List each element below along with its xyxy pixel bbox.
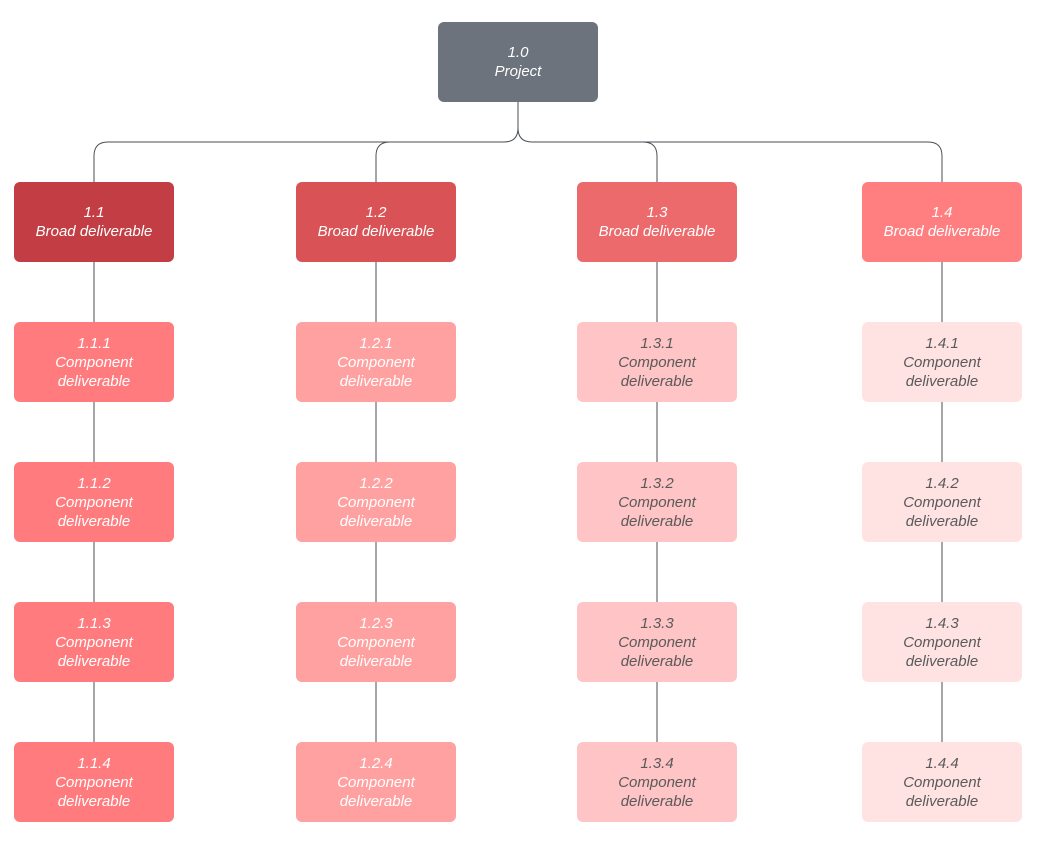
component-deliverable-node[interactable]: 1.1.3 Component deliverable [14, 602, 174, 682]
node-label-line2: deliverable [905, 652, 979, 670]
node-label-line1: Component [903, 773, 981, 791]
node-label-line1: Component [618, 633, 696, 651]
root-node-label: Project [494, 63, 542, 80]
node-label-line1: Component [618, 493, 696, 511]
node-id: 1.3.2 [640, 474, 674, 492]
component-deliverable-node[interactable]: 1.1.2 Component deliverable [14, 462, 174, 542]
node-label-line1: Component [337, 633, 415, 651]
node-label-line2: deliverable [620, 512, 694, 530]
node-id: 1.4.4 [925, 754, 959, 772]
connector-root-trunk-left [503, 127, 519, 143]
root-node-id: 1.0 [507, 44, 529, 61]
broad-deliverable-node[interactable]: 1.2 Broad deliverable [296, 182, 456, 262]
node-label: Broad deliverable [35, 223, 153, 240]
node-label-line2: deliverable [620, 652, 694, 670]
node-label-line2: deliverable [57, 652, 131, 670]
component-deliverable-node[interactable]: 1.4.1 Component deliverable [862, 322, 1022, 402]
node-id: 1.1.3 [77, 614, 111, 632]
component-deliverable-node[interactable]: 1.2.3 Component deliverable [296, 602, 456, 682]
node-label: Broad deliverable [883, 223, 1001, 240]
component-deliverable-node[interactable]: 1.3.2 Component deliverable [577, 462, 737, 542]
node-label-line1: Component [618, 353, 696, 371]
node-label-line1: Component [618, 773, 696, 791]
node-label-line1: Component [55, 493, 133, 511]
connector-bus-left [93, 141, 504, 182]
node-id: 1.2.3 [359, 614, 393, 632]
component-deliverable-node[interactable]: 1.1.4 Component deliverable [14, 742, 174, 822]
component-deliverable-node[interactable]: 1.3.1 Component deliverable [577, 322, 737, 402]
node-label-line2: deliverable [339, 652, 413, 670]
node-id: 1.1.2 [77, 474, 111, 492]
broad-deliverable-node[interactable]: 1.4 Broad deliverable [862, 182, 1022, 262]
node-label: Broad deliverable [317, 223, 435, 240]
component-deliverable-node[interactable]: 1.2.1 Component deliverable [296, 322, 456, 402]
node-id: 1.2.1 [359, 334, 393, 352]
node-label-line2: deliverable [905, 512, 979, 530]
node-id: 1.1.1 [77, 334, 111, 352]
node-label-line2: deliverable [620, 792, 694, 810]
node-label-line1: Component [337, 493, 415, 511]
node-label-line1: Component [903, 493, 981, 511]
node-id: 1.3.4 [640, 754, 674, 772]
node-id: 1.2.4 [359, 754, 393, 772]
node-label-line1: Component [55, 773, 133, 791]
node-id: 1.4 [931, 204, 953, 221]
connector-branch-1-2 [375, 141, 391, 182]
component-deliverable-node[interactable]: 1.4.4 Component deliverable [862, 742, 1022, 822]
node-id: 1.4.3 [925, 614, 959, 632]
broad-deliverable-node[interactable]: 1.1 Broad deliverable [14, 182, 174, 262]
connector-bus-right [532, 141, 943, 182]
node-id: 1.1.4 [77, 754, 111, 772]
node-label-line2: deliverable [57, 372, 131, 390]
node-id: 1.3 [646, 204, 668, 221]
component-deliverable-node[interactable]: 1.2.4 Component deliverable [296, 742, 456, 822]
component-deliverable-node[interactable]: 1.3.4 Component deliverable [577, 742, 737, 822]
node-id: 1.2 [365, 204, 387, 221]
node-label-line1: Component [55, 353, 133, 371]
node-label-line1: Component [55, 633, 133, 651]
node-id: 1.3.3 [640, 614, 674, 632]
node-label-line2: deliverable [57, 512, 131, 530]
node-id: 1.3.1 [640, 334, 674, 352]
broad-deliverable-node[interactable]: 1.3 Broad deliverable [577, 182, 737, 262]
node-label: Broad deliverable [598, 223, 716, 240]
component-deliverable-node[interactable]: 1.3.3 Component deliverable [577, 602, 737, 682]
component-deliverable-node[interactable]: 1.4.3 Component deliverable [862, 602, 1022, 682]
node-id: 1.4.2 [925, 474, 959, 492]
component-deliverable-node[interactable]: 1.4.2 Component deliverable [862, 462, 1022, 542]
node-id: 1.2.2 [359, 474, 393, 492]
node-label-line2: deliverable [339, 512, 413, 530]
component-deliverable-node[interactable]: 1.2.2 Component deliverable [296, 462, 456, 542]
node-label-line1: Component [337, 353, 415, 371]
node-label-line2: deliverable [905, 792, 979, 810]
connector-branch-1-3 [642, 141, 658, 182]
node-label-line2: deliverable [620, 372, 694, 390]
node-label-line2: deliverable [57, 792, 131, 810]
node-label-line1: Component [337, 773, 415, 791]
root-node-project[interactable]: 1.0 Project [438, 22, 598, 102]
node-label-line1: Component [903, 633, 981, 651]
node-label-line2: deliverable [339, 372, 413, 390]
node-label-line2: deliverable [339, 792, 413, 810]
node-id: 1.4.1 [925, 334, 959, 352]
node-label-line2: deliverable [905, 372, 979, 390]
component-deliverable-node[interactable]: 1.1.1 Component deliverable [14, 322, 174, 402]
node-id: 1.1 [83, 204, 105, 221]
connector-root-trunk [517, 102, 533, 143]
node-label-line1: Component [903, 353, 981, 371]
